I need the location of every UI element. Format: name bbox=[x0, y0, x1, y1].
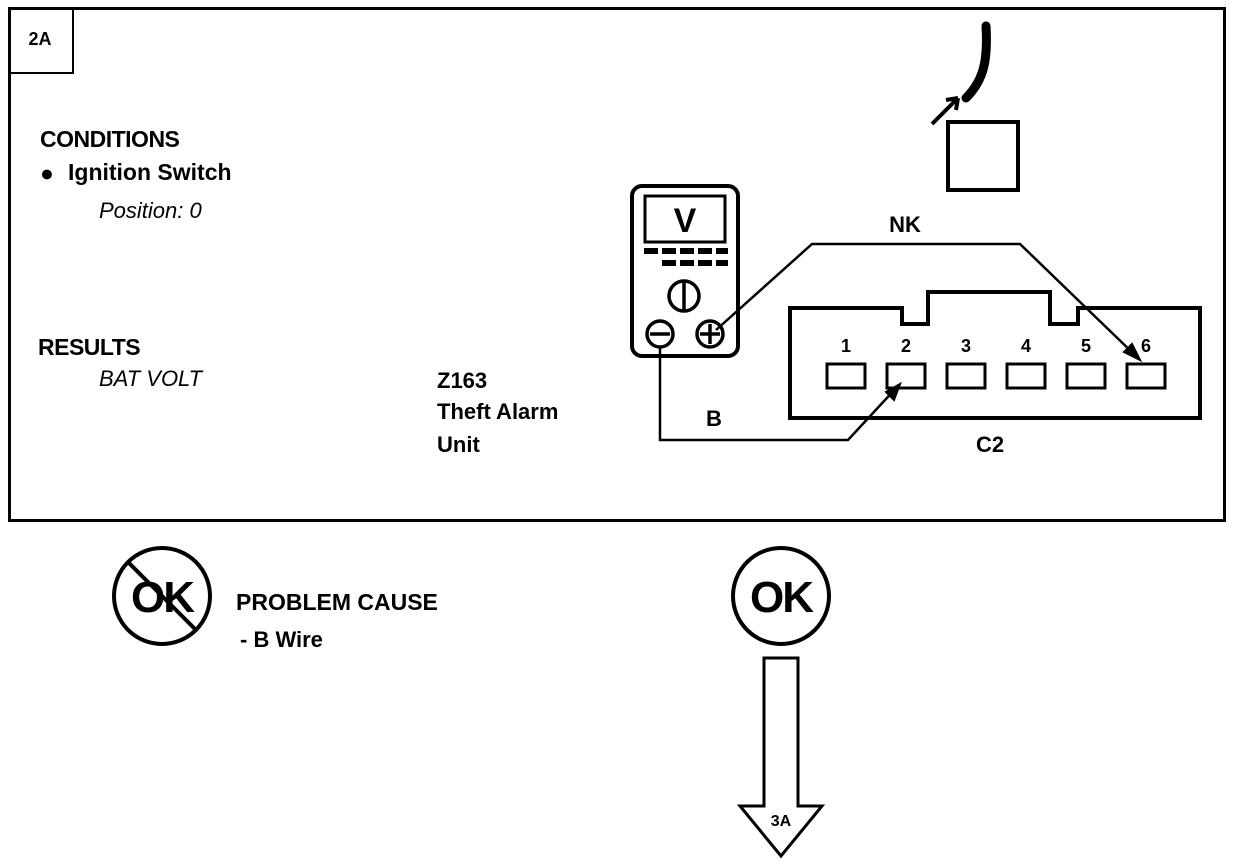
problem-cause-item: - B Wire bbox=[240, 627, 323, 652]
connector-pin-label: 3 bbox=[961, 336, 971, 356]
connector-pin-socket bbox=[825, 362, 867, 390]
wire-b-probe-arrow-icon bbox=[884, 381, 902, 402]
unit-code: Z163 bbox=[437, 368, 488, 393]
connector-pin-labels: 1 2 3 4 5 6 bbox=[841, 336, 1151, 356]
connector-pin-label: 4 bbox=[1021, 336, 1031, 356]
connector-pin-socket bbox=[1125, 362, 1167, 390]
not-ok-icon: OK bbox=[112, 546, 212, 646]
multimeter-display bbox=[643, 194, 727, 244]
multimeter-display-text: V bbox=[674, 202, 697, 240]
connector-pin-sockets bbox=[825, 362, 1167, 390]
condition-item-label: Ignition Switch bbox=[68, 159, 232, 185]
connector-pin-label: 6 bbox=[1141, 336, 1151, 356]
results-value: BAT VOLT bbox=[99, 366, 203, 391]
wire-nk-probe-arrow-icon bbox=[1122, 342, 1143, 363]
ok-icon: OK bbox=[731, 546, 831, 646]
ok-text: OK bbox=[750, 573, 814, 622]
conditions-title: CONDITIONS bbox=[40, 126, 180, 152]
problem-cause-title: PROBLEM CAUSE bbox=[236, 589, 438, 615]
wire-nk bbox=[715, 242, 1139, 359]
multimeter-plus-terminal-icon bbox=[695, 319, 725, 349]
ignition-cable bbox=[961, 21, 991, 103]
bullet-icon: ● bbox=[40, 160, 54, 186]
wire-b-label: B bbox=[706, 406, 722, 431]
next-step-label: 3A bbox=[771, 813, 792, 830]
connector-label: C2 bbox=[976, 432, 1004, 457]
condition-item-sub: Position: 0 bbox=[99, 198, 202, 223]
multimeter-minus-terminal-icon bbox=[645, 319, 675, 349]
step-id: 2A bbox=[28, 29, 52, 49]
wire-nk-label: NK bbox=[889, 212, 921, 237]
wire-b bbox=[658, 347, 899, 442]
unit-name-line1: Theft Alarm bbox=[437, 399, 559, 424]
connector-pin-socket bbox=[1065, 362, 1107, 390]
multimeter-dial-icon bbox=[667, 279, 701, 313]
connector-pin-label: 5 bbox=[1081, 336, 1091, 356]
connector-c2-housing bbox=[788, 290, 1202, 420]
connector-pin-socket bbox=[945, 362, 987, 390]
connector-pin-socket bbox=[1005, 362, 1047, 390]
results-title: RESULTS bbox=[38, 334, 141, 360]
multimeter-buttons bbox=[644, 248, 728, 266]
ignition-switch-box bbox=[946, 120, 1020, 192]
connector-pin-socket bbox=[885, 362, 927, 390]
ignition-key-arrow-icon bbox=[930, 96, 960, 126]
test-step-frame bbox=[8, 7, 1226, 522]
next-step-arrow-icon bbox=[736, 656, 826, 859]
unit-name-line2: Unit bbox=[437, 432, 480, 457]
connector-pin-label: 1 bbox=[841, 336, 851, 356]
connector-pin-label: 2 bbox=[901, 336, 911, 356]
step-id-box: 2A bbox=[8, 7, 74, 74]
